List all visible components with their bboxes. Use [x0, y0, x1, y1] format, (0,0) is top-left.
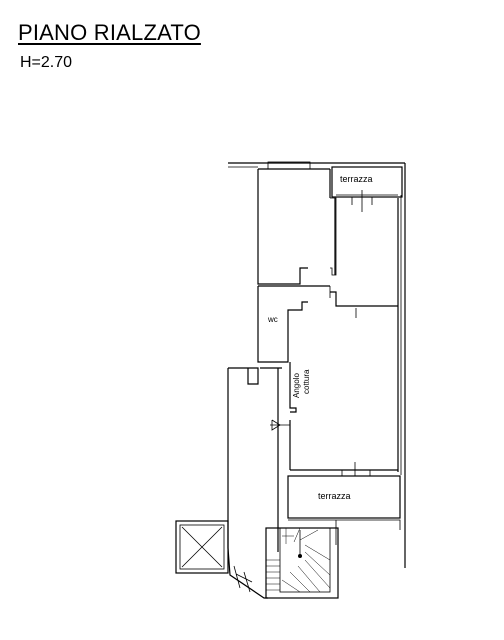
kitchen-label-line2: cottura: [302, 369, 311, 394]
entrance: [227, 547, 268, 599]
terrace-top-label: terrazza: [340, 174, 373, 184]
terrace-bottom: [287, 475, 401, 545]
kitchen-label: Angolo cottura: [292, 369, 311, 398]
room-upper-left: [257, 168, 337, 285]
room-wc: [257, 285, 331, 363]
plan-title: PIANO RIALZATO: [18, 20, 201, 45]
room-right: [330, 198, 399, 472]
terrace-bottom-label: terrazza: [318, 491, 351, 501]
terrace-top: [331, 166, 403, 212]
kitchen-label-line1: Angolo: [292, 373, 301, 398]
staircase: [265, 527, 339, 599]
ceiling-height-label: H=2.70: [20, 54, 73, 71]
room-kitchen: [289, 362, 398, 476]
outer-walls: [228, 161, 406, 568]
wc-label: wc: [267, 315, 278, 324]
corridor: [227, 367, 290, 552]
lightwell: [175, 520, 229, 574]
